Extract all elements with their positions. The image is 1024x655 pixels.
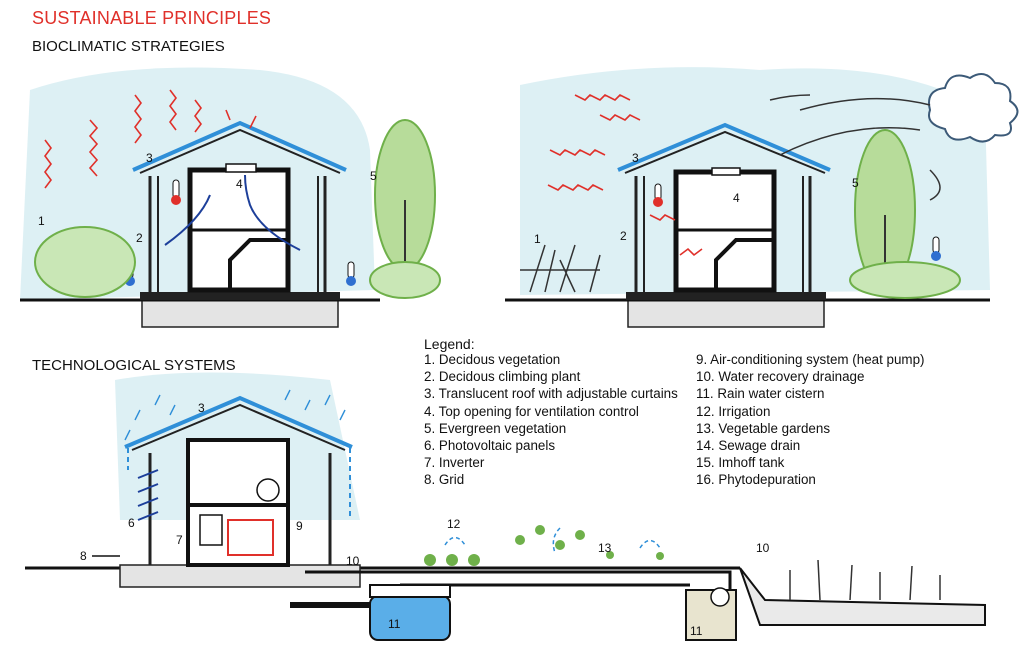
marker-tech-9: 9 [296,519,303,533]
marker-tech-10: 10 [346,554,360,568]
page-title: SUSTAINABLE PRINCIPLES [32,8,272,28]
legend-title: Legend: [424,336,475,352]
legend-item: 12. Irrigation [696,403,771,419]
foundation-tech [119,564,361,588]
section-title-technological: TECHNOLOGICAL SYSTEMS [32,357,236,374]
marker-winter-4: 4 [733,191,740,205]
vegetable-garden [424,525,664,566]
phytodepuration-bed [739,567,986,626]
marker-summer-3: 3 [146,151,153,165]
marker-summer-4: 4 [236,177,243,191]
marker-winter-3: 3 [632,151,639,165]
marker-tech-12: 12 [447,517,461,531]
winter-house: 1 2 3 4 5 [505,73,1019,328]
roof-winter [617,122,831,172]
air-flow-summer [164,174,301,251]
legend-item: 14. Sewage drain [696,438,801,454]
legend-item: 5. Evergreen vegetation [424,420,567,436]
marker-summer-1: 1 [38,214,45,228]
legend-item: 6. Photovoltaic panels [424,438,556,454]
thermometer-cold-winter [931,236,941,261]
evergreen-tree-winter [849,129,961,299]
bare-bush-winter [520,244,601,293]
legend-list-left: 1. Decidous vegetation 2. Decidous climb… [424,351,678,489]
marker-winter-5: 5 [852,176,859,190]
roof-summer [132,120,347,172]
top-opening-winter [711,167,741,176]
legend-item: 4. Top opening for ventilation control [424,403,639,419]
top-opening-summer [225,163,257,173]
legend-item: 13. Vegetable gardens [696,420,831,436]
deciduous-bush-summer [34,226,136,298]
legend-item: 3. Translucent roof with adjustable curt… [424,386,678,402]
legend-item: 7. Inverter [424,455,485,471]
cloud-icon [928,73,1019,143]
thermometer-cold-summer-right [346,261,356,286]
legend-item: 15. Imhoff tank [696,455,785,471]
marker-tech-11b: 11 [690,624,703,638]
tech-house: 3 6 7 8 9 10 11 12 13 10 11 [25,389,986,641]
inverter-box [199,514,223,546]
thermometer-hot-winter [653,183,663,207]
rain-icon [124,389,346,441]
legend-item: 10. Water recovery drainage [696,369,865,385]
wind-flow-icon [769,94,941,201]
irrigation-sprays [444,527,661,554]
fan-icon [256,478,280,502]
marker-tech-10b: 10 [756,541,770,555]
marker-tech-6: 6 [128,516,135,530]
heat-pump-unit [227,519,274,556]
marker-tech-13: 13 [598,541,612,555]
legend-item: 16. Phytodepuration [696,472,816,488]
thermometer-hot-summer [171,179,181,205]
legend-item: 2. Decidous climbing plant [424,369,581,385]
section-title-bioclimatic: BIOCLIMATIC STRATEGIES [32,38,225,55]
marker-tech-7: 7 [176,533,183,547]
marker-summer-5: 5 [370,169,377,183]
marker-winter-1: 1 [534,232,541,246]
sun-rays-summer [44,89,257,189]
legend-item: 9. Air-conditioning system (heat pump) [696,352,925,367]
marker-winter-2: 2 [620,229,627,243]
marker-summer-2: 2 [136,231,143,245]
legend-list-right: 9. Air-conditioning system (heat pump) 1… [696,351,925,489]
rain-water-cistern [369,595,451,641]
legend-item: 8. Grid [424,472,465,488]
gutter-drain [127,448,351,520]
sun-rays-winter [547,94,703,257]
marker-tech-8: 8 [80,549,87,563]
photovoltaic-panels [137,469,159,521]
reeds [789,559,941,601]
marker-tech-3: 3 [198,401,205,415]
summer-house: 1 2 3 4 5 [20,89,441,328]
legend-item: 11. Rain water cistern [696,386,825,402]
pump-icon [710,587,730,607]
marker-tech-11: 11 [388,617,401,631]
legend-item: 1. Decidous vegetation [424,352,561,367]
evergreen-tree-summer [369,119,441,299]
roof-tech [124,395,353,449]
